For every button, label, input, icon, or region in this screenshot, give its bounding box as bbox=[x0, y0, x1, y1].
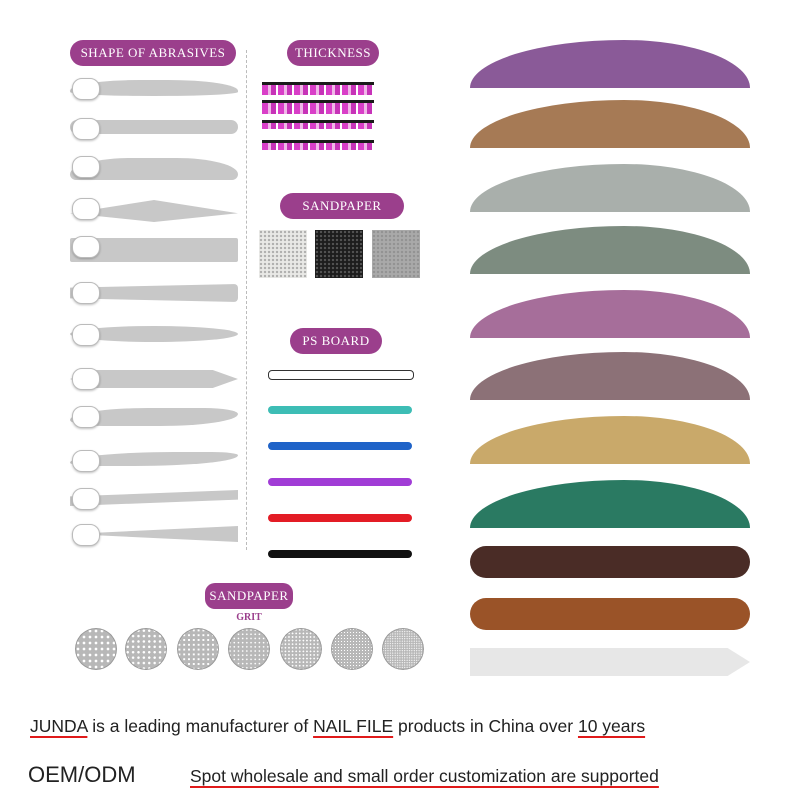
abrasive-shape bbox=[70, 370, 238, 388]
nail-file-body bbox=[470, 480, 750, 528]
grit-sample bbox=[75, 628, 117, 670]
shape-letter bbox=[72, 236, 100, 258]
ps-board-bar bbox=[268, 550, 412, 558]
grit-sample bbox=[125, 628, 167, 670]
ps-board-bar bbox=[268, 370, 414, 380]
statement-part-1: is a leading manufacturer of bbox=[87, 716, 314, 736]
nail-file-body bbox=[470, 164, 750, 212]
shape-letter bbox=[72, 368, 100, 390]
nail-file-body bbox=[470, 100, 750, 148]
abrasive-shape bbox=[70, 80, 238, 96]
nail-file bbox=[470, 648, 750, 676]
abrasive-shape bbox=[70, 284, 238, 302]
shape-letter bbox=[72, 406, 100, 428]
company-statement: JUNDA is a leading manufacturer of NAIL … bbox=[30, 716, 645, 737]
nail-file bbox=[470, 226, 750, 274]
thickness-sample bbox=[262, 140, 374, 150]
sandpaper-swatch bbox=[315, 230, 363, 278]
thickness-sample bbox=[262, 100, 374, 114]
nail-file-body bbox=[470, 226, 750, 274]
thickness-sample bbox=[262, 82, 374, 98]
grit-sample bbox=[280, 628, 322, 670]
grit-sample bbox=[228, 628, 270, 670]
sandpaper-swatch bbox=[259, 230, 307, 278]
ps-board-bar bbox=[268, 406, 412, 414]
nail-file bbox=[470, 290, 750, 338]
oem-odm-label: OEM/ODM bbox=[28, 762, 136, 787]
nail-file-body bbox=[470, 290, 750, 338]
shape-letter bbox=[72, 156, 100, 178]
nail-file-body bbox=[470, 416, 750, 464]
thickness-sample bbox=[262, 120, 374, 132]
nail-file-body bbox=[470, 40, 750, 88]
shape-letter bbox=[72, 118, 100, 140]
shape-letter bbox=[72, 450, 100, 472]
nail-file-body bbox=[470, 648, 750, 676]
shape-letter bbox=[72, 78, 100, 100]
abrasive-shape bbox=[70, 158, 238, 180]
nail-file bbox=[470, 40, 750, 88]
nail-file bbox=[470, 480, 750, 528]
years-experience: 10 years bbox=[577, 716, 646, 736]
shape-letter bbox=[72, 524, 100, 546]
shape-letter bbox=[72, 488, 100, 510]
sandpaper-heading: SANDPAPER bbox=[205, 583, 293, 609]
sandpaper-swatch bbox=[372, 230, 420, 278]
column-divider bbox=[246, 50, 247, 550]
nail-file bbox=[470, 164, 750, 212]
ps-board-bar bbox=[268, 514, 412, 522]
thickness-heading: THICKNESS bbox=[287, 40, 379, 66]
grit-sample bbox=[382, 628, 424, 670]
shape-heading: SHAPE OF ABRASIVES bbox=[70, 40, 236, 66]
shape-letter bbox=[72, 324, 100, 346]
shape-letter bbox=[72, 282, 100, 304]
shape-letter bbox=[72, 198, 100, 220]
nail-file bbox=[470, 546, 750, 578]
nail-file-body bbox=[470, 352, 750, 400]
brand-name: JUNDA bbox=[30, 716, 88, 736]
nail-file bbox=[470, 100, 750, 148]
statement-part-2: products in China over bbox=[393, 716, 578, 736]
nail-file bbox=[470, 598, 750, 630]
nail-file bbox=[470, 416, 750, 464]
abrasive-shape bbox=[70, 120, 238, 134]
nail-file bbox=[470, 352, 750, 400]
nail-file-body bbox=[470, 546, 750, 578]
grit-sample bbox=[331, 628, 373, 670]
ps-board-bar bbox=[268, 478, 412, 486]
ps-board-heading: PS BOARD bbox=[290, 328, 382, 354]
ps-board-bar bbox=[268, 442, 412, 450]
wholesale-slogan: Spot wholesale and small order customiza… bbox=[190, 766, 659, 786]
grit-label: GRIT bbox=[236, 612, 262, 623]
abrasive-shape bbox=[70, 408, 238, 426]
abrasive-shape bbox=[70, 452, 238, 466]
abrasive-shape bbox=[70, 326, 238, 342]
sandpaper-color-heading: SANDPAPER COLOR bbox=[280, 193, 404, 239]
grit-sample bbox=[177, 628, 219, 670]
product-name: NAIL FILE bbox=[313, 716, 394, 736]
nail-file-body bbox=[470, 598, 750, 630]
